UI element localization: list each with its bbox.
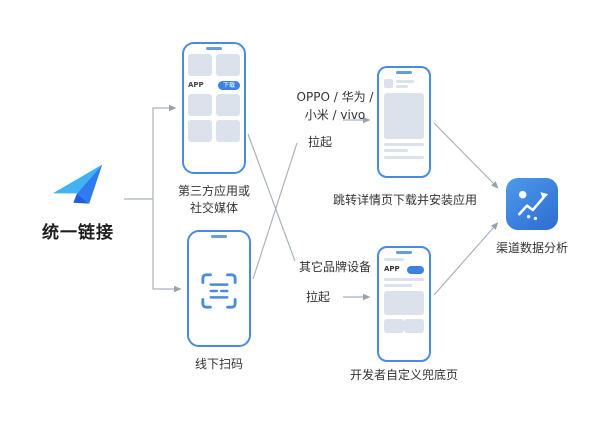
caption-line: 第三方应用或 [177, 184, 250, 198]
phone-notch [396, 251, 412, 254]
chart-trend-icon [518, 190, 549, 221]
phone-notch [396, 71, 412, 74]
content-placeholder [384, 278, 424, 281]
phone-fallback-page: APP [377, 246, 431, 362]
branch-top-action: 拉起 [307, 135, 332, 149]
content-placeholder [384, 149, 408, 152]
unified-link-logo-icon [52, 164, 103, 204]
phone-offline-scan [187, 230, 251, 347]
content-placeholder [188, 120, 212, 142]
app-store-grid: APP 下载 [188, 54, 240, 142]
caption-social-media: 第三方应用或 社交媒体 [158, 183, 270, 217]
branch-bottom-action: 拉起 [305, 290, 330, 304]
content-placeholder [384, 143, 424, 146]
detail-header [384, 79, 424, 88]
unified-link-label: 统一链接 [42, 223, 114, 243]
caption-detail-page: 跳转详情页下载并安装应用 [332, 193, 477, 207]
content-placeholder [384, 319, 424, 333]
brand-line: 小米 / vivo [304, 108, 366, 122]
branch-top-brands: OPPO / 华为 / 小米 / vivo [282, 88, 388, 124]
qr-scan-icon [201, 272, 237, 309]
caption-line: 社交媒体 [189, 201, 238, 215]
fallback-app-row: APP [384, 265, 424, 274]
branch-bottom-brands: 其它品牌设备 [298, 260, 371, 274]
caption-analytics: 渠道数据分析 [495, 241, 568, 255]
content-placeholder [384, 93, 424, 139]
phone-notch [206, 47, 222, 50]
caption-fallback-page: 开发者自定义兜底页 [349, 368, 458, 382]
download-chip[interactable] [407, 265, 424, 274]
content-placeholder [216, 54, 240, 76]
unified-link-node: 统一链接 [28, 160, 128, 243]
content-placeholder [396, 79, 414, 88]
phone-notch [211, 235, 227, 238]
app-name-label: APP [188, 81, 204, 89]
content-placeholder [188, 54, 212, 76]
arrow-fallback-to-analytics [433, 222, 499, 296]
content-placeholder [384, 291, 424, 315]
app-name-label: APP [384, 265, 400, 273]
content-placeholder [188, 94, 212, 116]
analytics-node [506, 178, 558, 230]
brand-line: OPPO / 华为 / [296, 90, 374, 104]
caption-offline-scan: 线下扫码 [194, 357, 243, 371]
phone-detail-page [377, 66, 431, 178]
phone-social-media: APP 下载 [182, 42, 246, 174]
content-placeholder [216, 94, 240, 116]
arrow-detail-to-analytics [433, 122, 499, 189]
content-placeholder [384, 258, 404, 261]
content-placeholder [384, 284, 412, 287]
content-placeholder [384, 79, 393, 88]
content-placeholder [216, 120, 240, 142]
download-chip[interactable]: 下载 [218, 80, 240, 90]
content-placeholder [384, 156, 424, 159]
